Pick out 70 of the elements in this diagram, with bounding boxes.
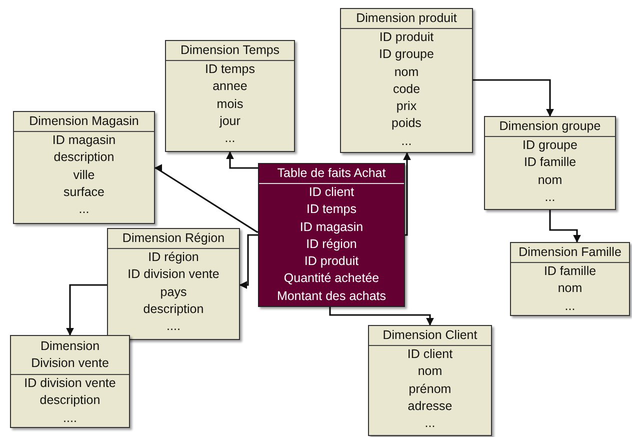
field-name: ID groupe [378, 46, 435, 64]
field-name: ID famille [542, 263, 598, 280]
table-title: Dimension Région [108, 229, 239, 249]
field-name: ID région [147, 249, 200, 266]
table-title: Table de faits Achat [259, 164, 404, 184]
table-title: Dimension Division vente [11, 336, 129, 375]
dimension-table-box [340, 8, 473, 153]
field-name: ID division vente [126, 266, 220, 284]
connector-arrow [329, 307, 434, 326]
field-name: ID temps [204, 61, 256, 78]
field-name: ID temps [305, 201, 358, 218]
field-name: ID client [308, 184, 356, 201]
field-name: prix [395, 98, 418, 116]
dimension-table-box [13, 111, 155, 224]
dimension-table-box [10, 335, 130, 428]
field-name: .... [166, 318, 182, 336]
field-name: prénom [408, 380, 452, 398]
field-name: mois [216, 96, 244, 113]
dimension-table-box [165, 40, 295, 152]
field-name: pays [159, 284, 188, 301]
field-name: ... [564, 298, 576, 315]
field-name: adresse [406, 398, 454, 415]
field-name: nom [416, 363, 444, 380]
field-name: Quantité achetée [282, 270, 380, 288]
field-name: ... [544, 188, 556, 206]
field-name: ville [72, 166, 96, 184]
connector-arrow [239, 234, 258, 289]
dimension-table-box [368, 325, 492, 436]
dimension-table-box [107, 228, 240, 340]
field-name: ... [78, 201, 90, 218]
field-name: nom [536, 172, 564, 189]
field-name: code [392, 80, 422, 98]
connector-arrow [403, 152, 411, 236]
table-title: Dimension Client [369, 326, 491, 346]
field-name: surface [62, 184, 106, 201]
field-name: .... [62, 410, 78, 427]
field-name: poids [390, 115, 422, 132]
field-name: nom [393, 64, 420, 81]
connector-arrow [66, 284, 107, 336]
field-name: ID produit [303, 253, 360, 270]
field-name: ID produit [378, 29, 435, 46]
connector-arrow [154, 164, 258, 233]
field-name: description [38, 392, 102, 410]
field-name: jour [218, 112, 242, 130]
table-title: Dimension produit [341, 9, 472, 29]
table-title: Dimension Famille [511, 243, 629, 263]
field-name: ID famille [522, 154, 578, 172]
connector-arrow [549, 210, 581, 243]
field-name: ID client [406, 346, 454, 363]
field-name: nom [556, 280, 584, 298]
field-name: ID division vente [23, 375, 117, 392]
connector-arrow [473, 79, 554, 117]
field-name: annee [212, 78, 248, 96]
dimension-table-box [510, 242, 630, 316]
field-name: ID région [305, 236, 358, 253]
field-name: ID magasin [51, 132, 117, 149]
field-name: ... [400, 132, 413, 150]
table-title: Dimension Temps [166, 41, 294, 61]
dimension-table-box [484, 116, 616, 210]
field-name: description [142, 300, 205, 318]
table-title: Dimension Magasin [14, 112, 154, 132]
field-name: Montant des achats [276, 288, 388, 305]
field-name: description [52, 149, 116, 166]
field-name: ... [224, 130, 236, 148]
field-name: ID magasin [298, 218, 364, 236]
table-title: Dimension groupe [485, 117, 615, 137]
field-name: ID groupe [522, 137, 578, 154]
fact-table-box [258, 163, 405, 307]
connector-arrow [226, 151, 258, 169]
field-name: ... [424, 415, 436, 432]
